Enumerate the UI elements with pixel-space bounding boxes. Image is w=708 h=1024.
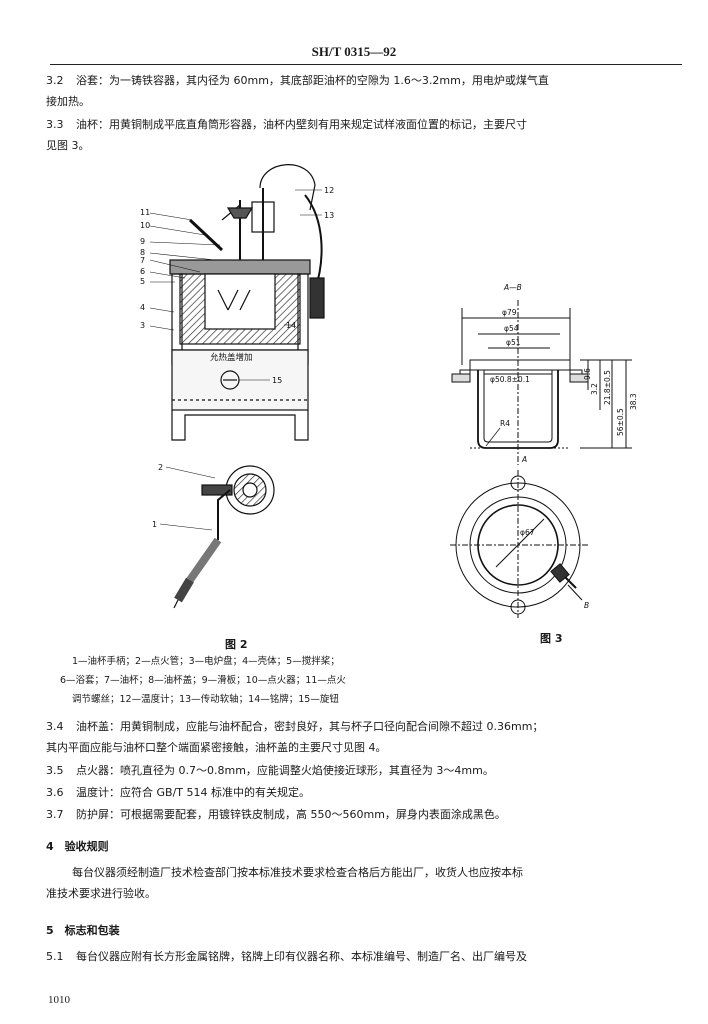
paragraph-line: 温度计：应符合 GB/T 514 标准中的有关规定。 <box>76 786 310 799</box>
legend-line: 调节螺丝；12—温度计；13—传动软轴；14—铭牌；15—旋钮 <box>72 694 339 705</box>
section-4-body: 每台仪器须经制造厂技术检查部门按本标准技术要求检查合格后方能出厂，收货人也应按本… <box>46 862 682 904</box>
legend-line: 1—油杯手柄；2—点火管；3—电炉盘；4—壳体；5—搅拌桨； <box>72 656 340 667</box>
paragraph-line: 油杯盖：用黄铜制成，应能与油杯配合，密封良好，其与杯子口径向配合间隙不超过 0.… <box>76 720 544 733</box>
dim-d51: φ51 <box>506 338 521 347</box>
figure-2-legend: 1—油杯手柄；2—点火管；3—电炉盘；4—壳体；5—搅拌桨； 6—浴套；7—油杯… <box>60 652 660 709</box>
section-number: 5.1 <box>46 950 64 963</box>
dim-d79: φ79 <box>502 308 517 317</box>
section-number: 3.7 <box>46 808 64 821</box>
figure-2-apparatus: 11 10 9 8 7 6 5 4 3 12 13 14 15 2 1 允热盖增… <box>140 164 334 609</box>
section-3-7: 3.7 防护屏：可根据需要配套，用镀锌铁皮制成，高 550～560mm，屏身内表面… <box>46 804 682 825</box>
paragraph-line: 见图 3。 <box>46 139 90 152</box>
nameplate-text: 允热盖增加 <box>210 352 253 363</box>
figure-3-caption: 图 3 <box>540 632 563 645</box>
section-5-1: 5.1 每台仪器应附有长方形金属铭牌，铭牌上印有仪器名称、本标准编号、制造厂名、出… <box>46 946 682 967</box>
callout-13: 13 <box>324 211 334 220</box>
section-3-2: 3.2 浴套：为一铸铁容器，其内径为 60mm，其底部距油杯的空隙为 1.6～3.… <box>46 70 682 112</box>
callout-14: 14 <box>286 321 296 330</box>
page-number: 1010 <box>48 994 70 1006</box>
dim-r4: R4 <box>500 419 510 428</box>
dim-21-8: 21.8±0.5 <box>603 370 612 405</box>
callout-8: 8 <box>140 248 145 257</box>
section-4-title: 4 验收规则 <box>46 840 109 853</box>
document-header: SH/T 0315—92 <box>311 44 397 59</box>
callout-15: 15 <box>272 376 282 385</box>
section-number: 3.2 <box>46 74 64 87</box>
dim-56: 56±0.5 <box>616 408 625 436</box>
figure-2-caption: 图 2 <box>225 638 248 651</box>
dim-d50: φ50.8±0.1 <box>490 375 530 384</box>
section-number: 3.3 <box>46 118 64 131</box>
dim-38-3: 38.3 <box>629 393 638 410</box>
header-rule <box>50 64 682 65</box>
section-3-6: 3.6 温度计：应符合 GB/T 514 标准中的有关规定。 <box>46 782 682 803</box>
paragraph-line: 浴套：为一铸铁容器，其内径为 60mm，其底部距油杯的空隙为 1.6～3.2mm… <box>76 74 549 87</box>
callout-2: 2 <box>158 463 163 472</box>
section-number: 3.5 <box>46 764 64 777</box>
figure-3-oil-cup: A—B φ79 φ54 φ51 φ50.8±0.1 R4 9.6 3.2 21.… <box>450 283 638 618</box>
callout-4: 4 <box>140 303 145 312</box>
point-b: B <box>584 601 589 610</box>
section-number: 3.4 <box>46 720 64 733</box>
callout-5: 5 <box>140 277 145 286</box>
dim-9-6: 9.6 <box>583 368 592 380</box>
section-label: A—B <box>503 283 522 292</box>
legend-line: 6—浴套；7—油杯；8—油杯盖；9—滑板；10—点火器；11—点火 <box>60 675 346 686</box>
callout-1: 1 <box>152 520 157 529</box>
dim-d54: φ54 <box>504 324 519 333</box>
paragraph-line: 准技术要求进行验收。 <box>46 887 156 900</box>
section-5-title: 5 标志和包装 <box>46 924 120 937</box>
section-3-4: 3.4 油杯盖：用黄铜制成，应能与油杯配合，密封良好，其与杯子口径向配合间隙不超过… <box>46 716 682 758</box>
callout-6: 6 <box>140 267 145 276</box>
section-3-5: 3.5 点火器：喷孔直径为 0.7～0.8mm，应能调整火焰使接近球形，其直径为 … <box>46 760 682 781</box>
point-a: A <box>521 455 527 464</box>
paragraph-line: 防护屏：可根据需要配套，用镀锌铁皮制成，高 550～560mm，屏身内表面涂成黑… <box>76 808 506 821</box>
section-number: 3.6 <box>46 786 64 799</box>
paragraph-line: 其内平面应能与油杯口整个端面紧密接触，油杯盖的主要尺寸见图 4。 <box>46 741 387 754</box>
paragraph-line: 油杯：用黄铜制成平底直角筒形容器，油杯内壁刻有用来规定试样液面位置的标记，主要尺… <box>76 118 527 131</box>
callout-10: 10 <box>140 221 150 230</box>
dim-d67: φ67 <box>520 528 535 537</box>
paragraph-line: 每台仪器须经制造厂技术检查部门按本标准技术要求检查合格后方能出厂，收货人也应按本… <box>72 866 523 879</box>
paragraph-line: 每台仪器应附有长方形金属铭牌，铭牌上印有仪器名称、本标准编号、制造厂名、出厂编号… <box>76 950 527 963</box>
callout-3: 3 <box>140 321 145 330</box>
section-3-3: 3.3 油杯：用黄铜制成平底直角筒形容器，油杯内壁刻有用来规定试样液面位置的标记，… <box>46 114 682 156</box>
paragraph-line: 接加热。 <box>46 95 90 108</box>
dim-3-2: 3.2 <box>590 383 599 395</box>
callout-12: 12 <box>324 186 334 195</box>
callout-9: 9 <box>140 237 145 246</box>
callout-11: 11 <box>140 208 150 217</box>
paragraph-line: 点火器：喷孔直径为 0.7～0.8mm，应能调整火焰使接近球形，其直径为 3～4… <box>76 764 494 777</box>
callout-7: 7 <box>140 256 145 265</box>
